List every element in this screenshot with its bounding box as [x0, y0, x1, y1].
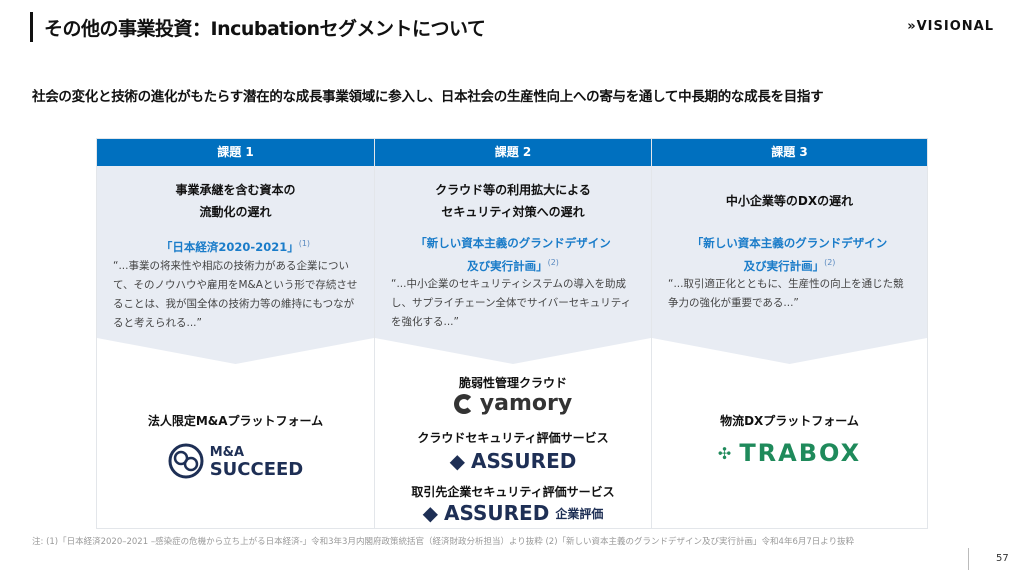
source-quote: “...中小企業のセキュリティシステムの導入を助成し、サプライチェーン全体でサイ… — [391, 278, 632, 328]
column-header: 課題 2 — [375, 139, 651, 166]
assured-emblem-icon: ◆ — [422, 501, 439, 525]
source-quote: “...事業の将来性や相応の技術力がある企業について、そのノウハウや雇用をM&A… — [113, 260, 358, 329]
page-number: 57 — [996, 553, 1009, 564]
product-label: 物流DXプラットフォーム — [720, 414, 859, 428]
visional-logo: »VISIONAL — [907, 19, 994, 34]
issue-panel — [375, 166, 651, 364]
source-citation: 「日本経済2020-2021」(1) — [160, 239, 311, 254]
source-citation: 「新しい資本主義のグランドデザイン及び実行計画」(2) — [691, 236, 888, 273]
issue-panel — [97, 166, 374, 364]
source-citation: 「新しい資本主義のグランドデザイン及び実行計画」(2) — [415, 236, 611, 273]
column-header: 課題 3 — [652, 139, 927, 166]
product-label: 法人限定M&Aプラットフォーム — [147, 414, 324, 428]
lead-statement: 社会の変化と技術の進化がもたらす潜在的な成長事業領域に参入し、日本社会の生産性向… — [32, 89, 824, 105]
page-divider — [968, 548, 969, 570]
column-header: 課題 1 — [97, 139, 374, 166]
issue-panel — [652, 166, 927, 364]
page-title: その他の事業投資：Incubationセグメントについて — [44, 18, 486, 40]
trabox-emblem-icon: ✣ — [717, 443, 734, 463]
issue-column-1: 課題 1 事業承継を含む資本の流動化の遅れ 「日本経済2020-2021」(1)… — [97, 139, 374, 528]
assured-logo: ◆ASSURED — [449, 449, 577, 473]
footnote: 注: (1)「日本経済2020–2021 –感染症の危機から立ち上がる日本経済-… — [32, 537, 855, 547]
product-label: 取引先企業セキュリティ評価サービス — [411, 485, 615, 499]
issue-title: クラウド等の利用拡大によるセキュリティ対策への遅れ — [435, 183, 591, 219]
title-accent-bar — [30, 12, 33, 42]
trabox-logo: ✣TRABOX — [717, 439, 862, 467]
assured-emblem-icon: ◆ — [449, 449, 466, 473]
yamory-logo: yamory — [375, 391, 651, 416]
succeed-emblem-icon — [168, 443, 204, 479]
issue-title: 中小企業等のDXの遅れ — [725, 194, 854, 208]
issue-column-2: 課題 2 クラウド等の利用拡大によるセキュリティ対策への遅れ 「新しい資本主義の… — [374, 139, 651, 528]
issue-column-3: 課題 3 中小企業等のDXの遅れ 「新しい資本主義のグランドデザイン及び実行計画… — [651, 139, 927, 528]
source-quote: “...取引適正化とともに、生産性の向上を通じた競争力の強化が重要である...” — [668, 278, 904, 309]
chevron-icon: » — [907, 19, 917, 34]
product-label: クラウドセキュリティ評価サービス — [417, 431, 609, 445]
product-label: 脆弱性管理クラウド — [458, 376, 567, 390]
issues-table: 課題 1 事業承継を含む資本の流動化の遅れ 「日本経済2020-2021」(1)… — [96, 138, 928, 529]
issue-title: 事業承継を含む資本の流動化の遅れ — [175, 183, 296, 219]
yamory-emblem-icon — [453, 393, 474, 414]
